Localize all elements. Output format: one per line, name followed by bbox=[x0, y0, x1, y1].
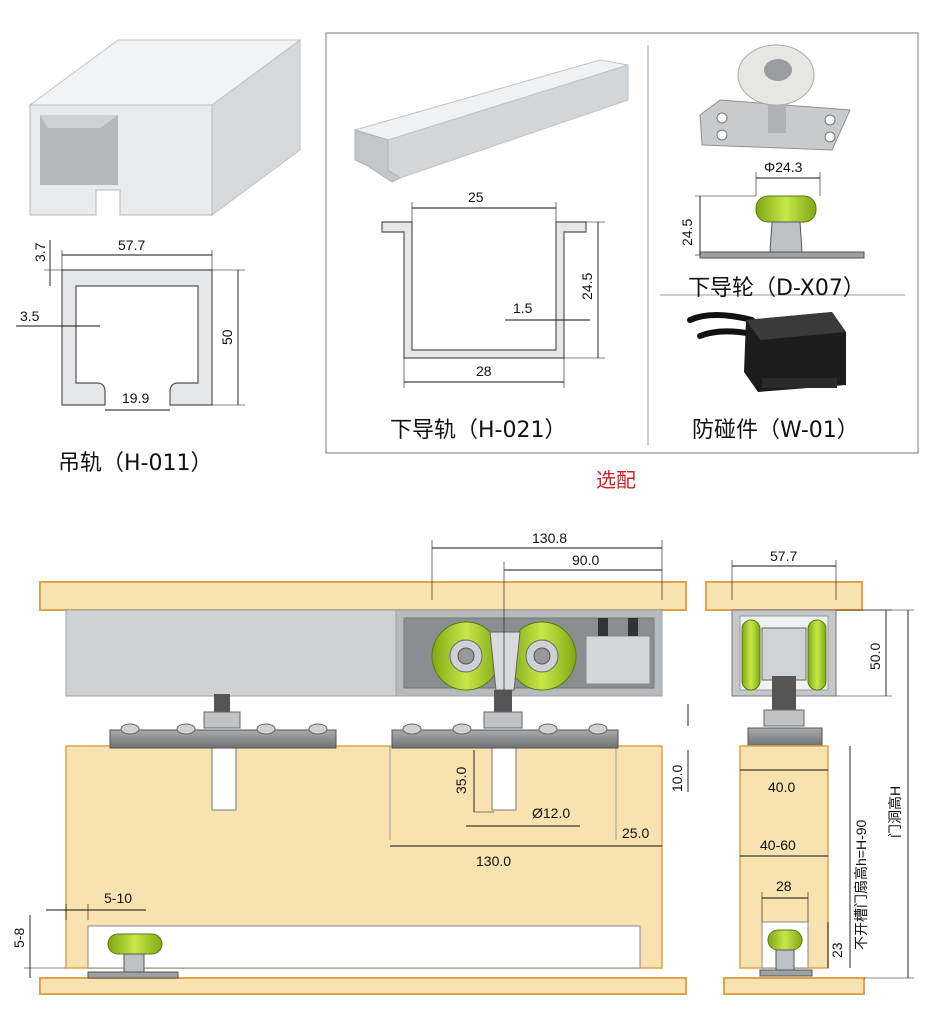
dim-10: 10.0 bbox=[669, 765, 685, 792]
dx07-diameter-label: Φ24.3 bbox=[764, 159, 803, 175]
opening-height-label: 门洞高H bbox=[887, 786, 903, 838]
h011-wall-label: 3.7 bbox=[32, 242, 48, 262]
h021-caption: 下导轨（H-021） bbox=[390, 418, 566, 443]
h011-rail-photo bbox=[28, 39, 302, 216]
dim-130-8: 130.8 bbox=[532, 530, 567, 546]
side-dim-50: 50.0 bbox=[867, 643, 883, 670]
side-bottom-wheel bbox=[759, 929, 813, 977]
dx07-caption: 下导轮（D-X07） bbox=[688, 276, 865, 301]
side-dim-40: 40.0 bbox=[768, 779, 795, 795]
dim-90: 90.0 bbox=[572, 552, 599, 568]
trolley-assembly bbox=[431, 618, 651, 691]
w01-caption: 防碰件（W-01） bbox=[692, 418, 859, 443]
h011-height-label: 50 bbox=[219, 329, 235, 345]
side-rail-section bbox=[731, 609, 837, 727]
h021-profile-drawing: 25 24.5 1.5 28 bbox=[381, 189, 605, 388]
side-dimensions: 57.7 50.0 40.0 40-60 28 23 不开槽门扇高h=H-90 … bbox=[731, 548, 914, 979]
h011-slot-label: 19.9 bbox=[122, 390, 149, 406]
dim-35: 35.0 bbox=[453, 767, 469, 794]
dx07-height-label: 24.5 bbox=[679, 219, 695, 246]
bottom-guide-wheel-main bbox=[87, 933, 179, 979]
h021-rail-photo bbox=[353, 59, 629, 183]
side-dim-23: 23 bbox=[829, 942, 845, 958]
side-dim-28: 28 bbox=[776, 878, 792, 894]
h021-height-label: 24.5 bbox=[579, 273, 595, 300]
side-dim-57-7: 57.7 bbox=[770, 548, 797, 564]
h021-wall-label: 1.5 bbox=[513, 300, 533, 316]
ceiling-beam bbox=[39, 581, 687, 611]
h021-inner-label: 25 bbox=[468, 189, 484, 205]
dx07-drawing: Φ24.3 24.5 bbox=[679, 159, 865, 259]
dim-5-8: 5-8 bbox=[11, 928, 27, 948]
rail-body-left bbox=[65, 609, 397, 697]
h011-lip-label: 3.5 bbox=[20, 308, 40, 324]
dim-5-10: 5-10 bbox=[104, 890, 132, 906]
dim-25: 25.0 bbox=[622, 825, 649, 841]
optional-label: 选配 bbox=[596, 468, 636, 492]
floor-strip bbox=[39, 977, 687, 995]
side-mount-plate bbox=[747, 727, 823, 747]
h011-profile-drawing: 57.7 3.7 3.5 50 19.9 bbox=[16, 237, 245, 411]
side-floor-strip bbox=[723, 977, 865, 995]
main-dimensions: 130.8 90.0 35.0 Ø12.0 10.0 25.0 130.0 5-… bbox=[11, 530, 689, 978]
roller-icon bbox=[699, 44, 851, 151]
h011-width-label: 57.7 bbox=[118, 237, 145, 253]
mount-plate-left bbox=[109, 729, 337, 749]
side-ceiling-beam bbox=[705, 581, 863, 611]
h021-outer-label: 28 bbox=[476, 363, 492, 379]
dim-130: 130.0 bbox=[476, 853, 511, 869]
side-dim-40-60: 40-60 bbox=[760, 837, 796, 853]
h011-caption: 吊轨（H-011） bbox=[58, 451, 212, 476]
mount-plate-right bbox=[391, 729, 619, 749]
bottom-groove bbox=[87, 925, 641, 969]
dim-bolt: Ø12.0 bbox=[532, 805, 570, 821]
door-height-label: 不开槽门扇高h=H-90 bbox=[853, 819, 869, 950]
optional-parts-box bbox=[325, 32, 919, 454]
bumper-icon bbox=[687, 312, 846, 392]
